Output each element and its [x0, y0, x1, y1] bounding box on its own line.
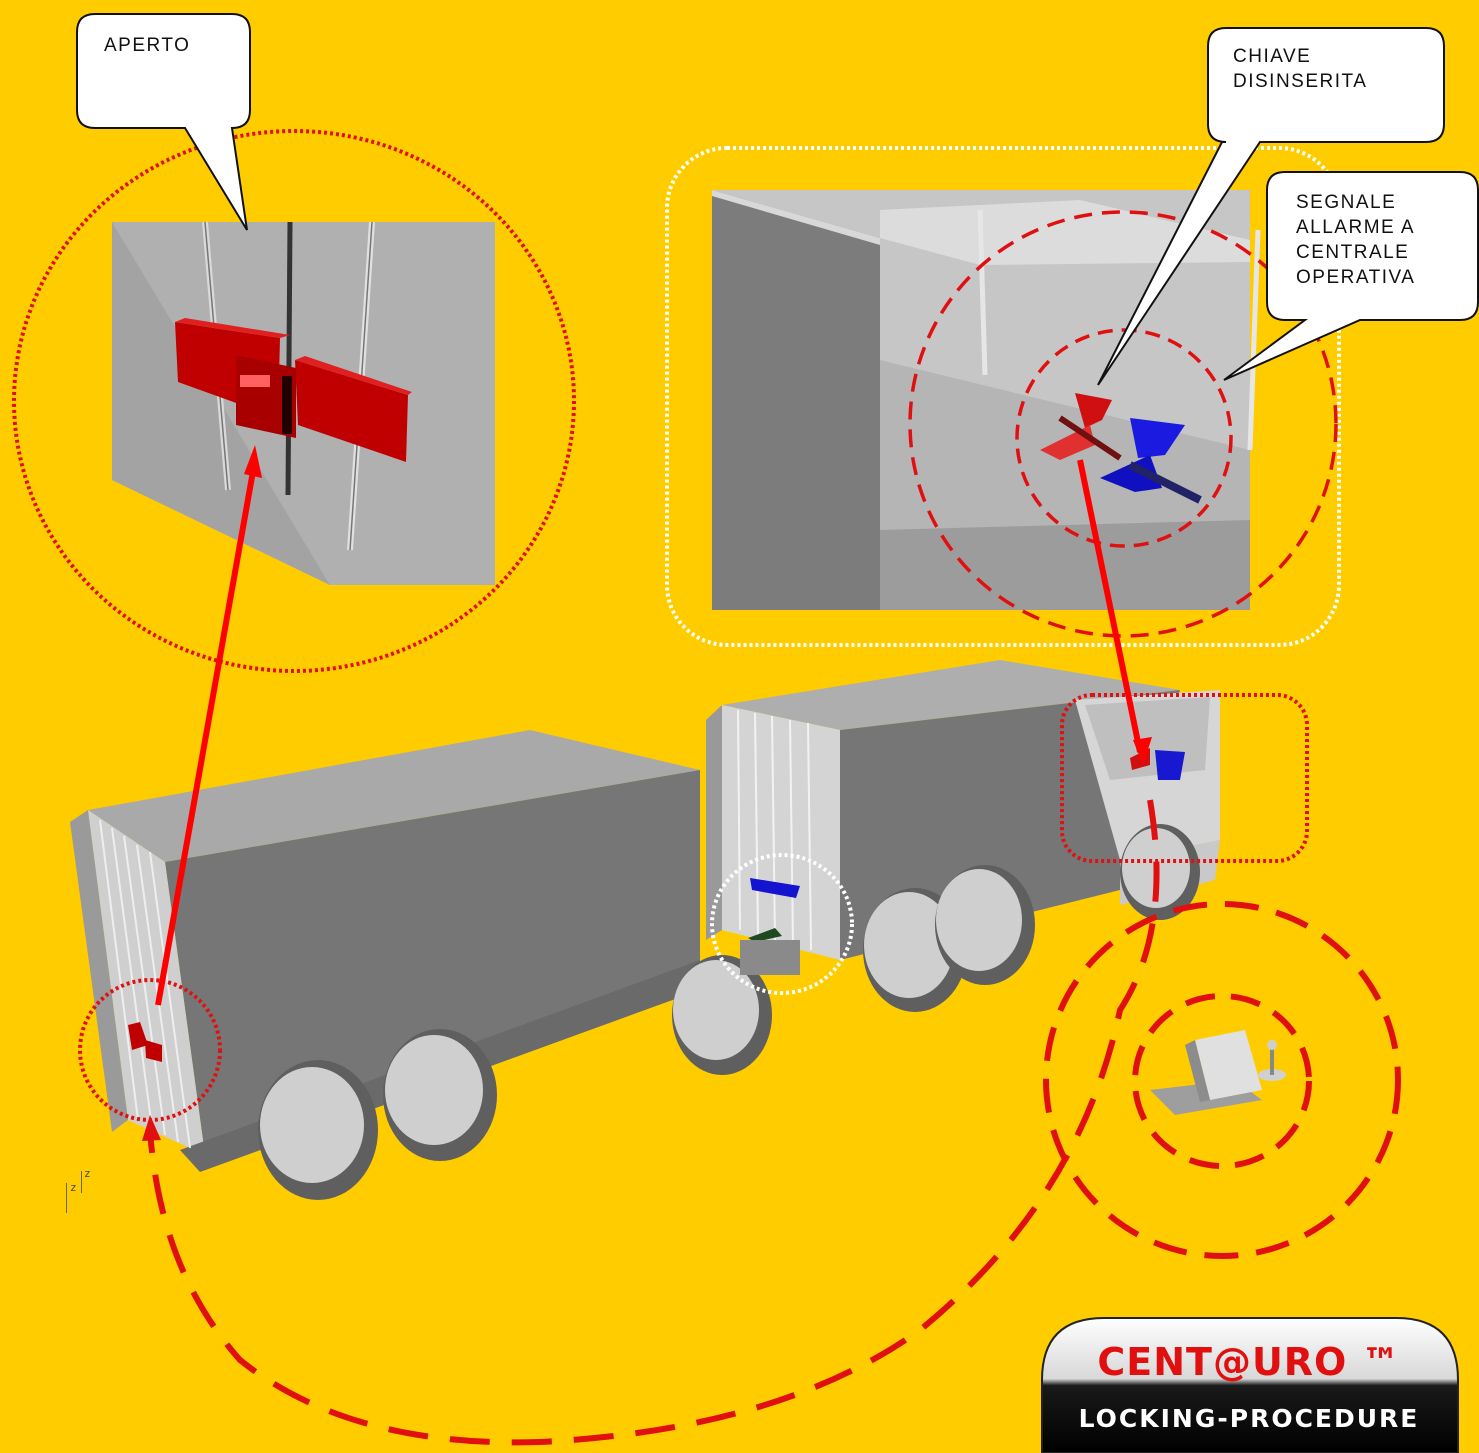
- signal-path-cab-to-control: [147, 799, 1160, 1446]
- control-center-terminal-icon: [1150, 1030, 1286, 1115]
- axis-line-icon-2: [81, 1171, 82, 1193]
- key-removed-icon: [1040, 393, 1122, 461]
- cab-key-arrowhead: [1133, 737, 1152, 765]
- brand-badge-background: [1041, 1317, 1459, 1453]
- segnale-callout-text: SEGNALE ALLARME A CENTRALE OPERATIVA: [1296, 192, 1416, 288]
- truck-model: [70, 660, 1220, 1200]
- cab-inner-signal-ring: [1015, 328, 1233, 548]
- aperto-callout-bubble: [76, 13, 251, 231]
- signal-path-arrowhead: [142, 1115, 161, 1141]
- padlock-detail-view: [112, 221, 495, 585]
- control-center-inner-ring: [1132, 993, 1312, 1169]
- rear-lock-arrowhead: [244, 445, 262, 478]
- cab-detail-frame: [665, 146, 1341, 647]
- rear-lock-to-detail-arrow: [155, 459, 258, 1006]
- padlock-detail-circle: [12, 129, 576, 673]
- axis-indicator: z z: [64, 1163, 104, 1213]
- axis-line-icon: [66, 1183, 67, 1213]
- cab-outer-signal-ring: [908, 210, 1338, 638]
- control-center-outer-ring: [1043, 901, 1401, 1259]
- truck-key-blue-icon: [750, 878, 800, 898]
- brand-subtitle: LOCKING-PROCEDURE: [1078, 1404, 1420, 1433]
- cab-key-to-truck-arrow: [1077, 459, 1143, 753]
- chiave-callout-text: CHIAVE DISINSERITA: [1233, 46, 1368, 92]
- brand-title: CENT@URO ™: [1097, 1340, 1401, 1384]
- key-blue-icon: [1100, 418, 1202, 504]
- box-lock-highlight: [710, 853, 854, 995]
- chiave-callout-bubble: [1097, 27, 1445, 386]
- padlock-open-icon: [175, 318, 412, 462]
- axis-label-z: z: [70, 1181, 77, 1194]
- aperto-callout-text: APERTO: [104, 35, 191, 56]
- cab-highlight-frame: [1060, 693, 1309, 863]
- segnale-callout-bubble: [1223, 171, 1479, 381]
- rear-padlock-icon: [128, 1022, 162, 1062]
- axis-label-z-2: z: [84, 1167, 91, 1180]
- brand-badge: CENT@URO ™ LOCKING-PROCEDURE: [1040, 1318, 1458, 1453]
- truck-sensor-green-icon: [748, 928, 782, 942]
